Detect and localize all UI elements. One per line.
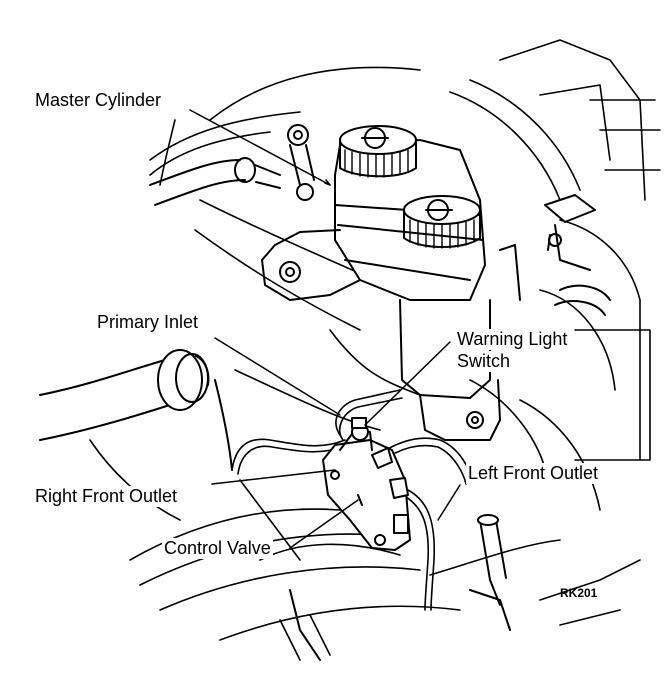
left-hose bbox=[39, 349, 233, 471]
reservoir-caps bbox=[339, 125, 481, 249]
leader-lines bbox=[189, 109, 461, 549]
background-linework bbox=[89, 39, 661, 661]
right-hardware bbox=[499, 194, 611, 316]
master-cylinder-label: Master Cylinder bbox=[33, 90, 164, 111]
upper-hose bbox=[149, 124, 315, 206]
primary-inlet-label: Primary Inlet bbox=[95, 312, 201, 333]
control-valve-label: Control Valve bbox=[162, 538, 273, 559]
warning-light-switch-label-line1: Warning Light bbox=[455, 329, 570, 350]
figure-code: RK201 bbox=[560, 586, 598, 600]
bottom-components bbox=[289, 514, 511, 661]
warning-light-switch-label-line2: Switch bbox=[455, 351, 513, 372]
brake-lines bbox=[231, 389, 473, 611]
control-valve bbox=[322, 417, 411, 551]
left-front-outlet-label: Left Front Outlet bbox=[466, 463, 601, 484]
right-front-outlet-label: Right Front Outlet bbox=[33, 486, 180, 507]
